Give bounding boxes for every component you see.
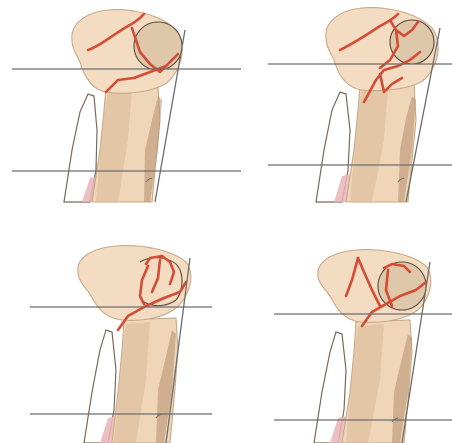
panel-bottom-left	[30, 246, 212, 443]
bone-head	[78, 246, 191, 321]
panel-bottom-right	[274, 250, 452, 443]
panel-top-left	[12, 10, 241, 202]
joint-circle	[134, 22, 182, 70]
panel-top-right	[268, 8, 452, 202]
